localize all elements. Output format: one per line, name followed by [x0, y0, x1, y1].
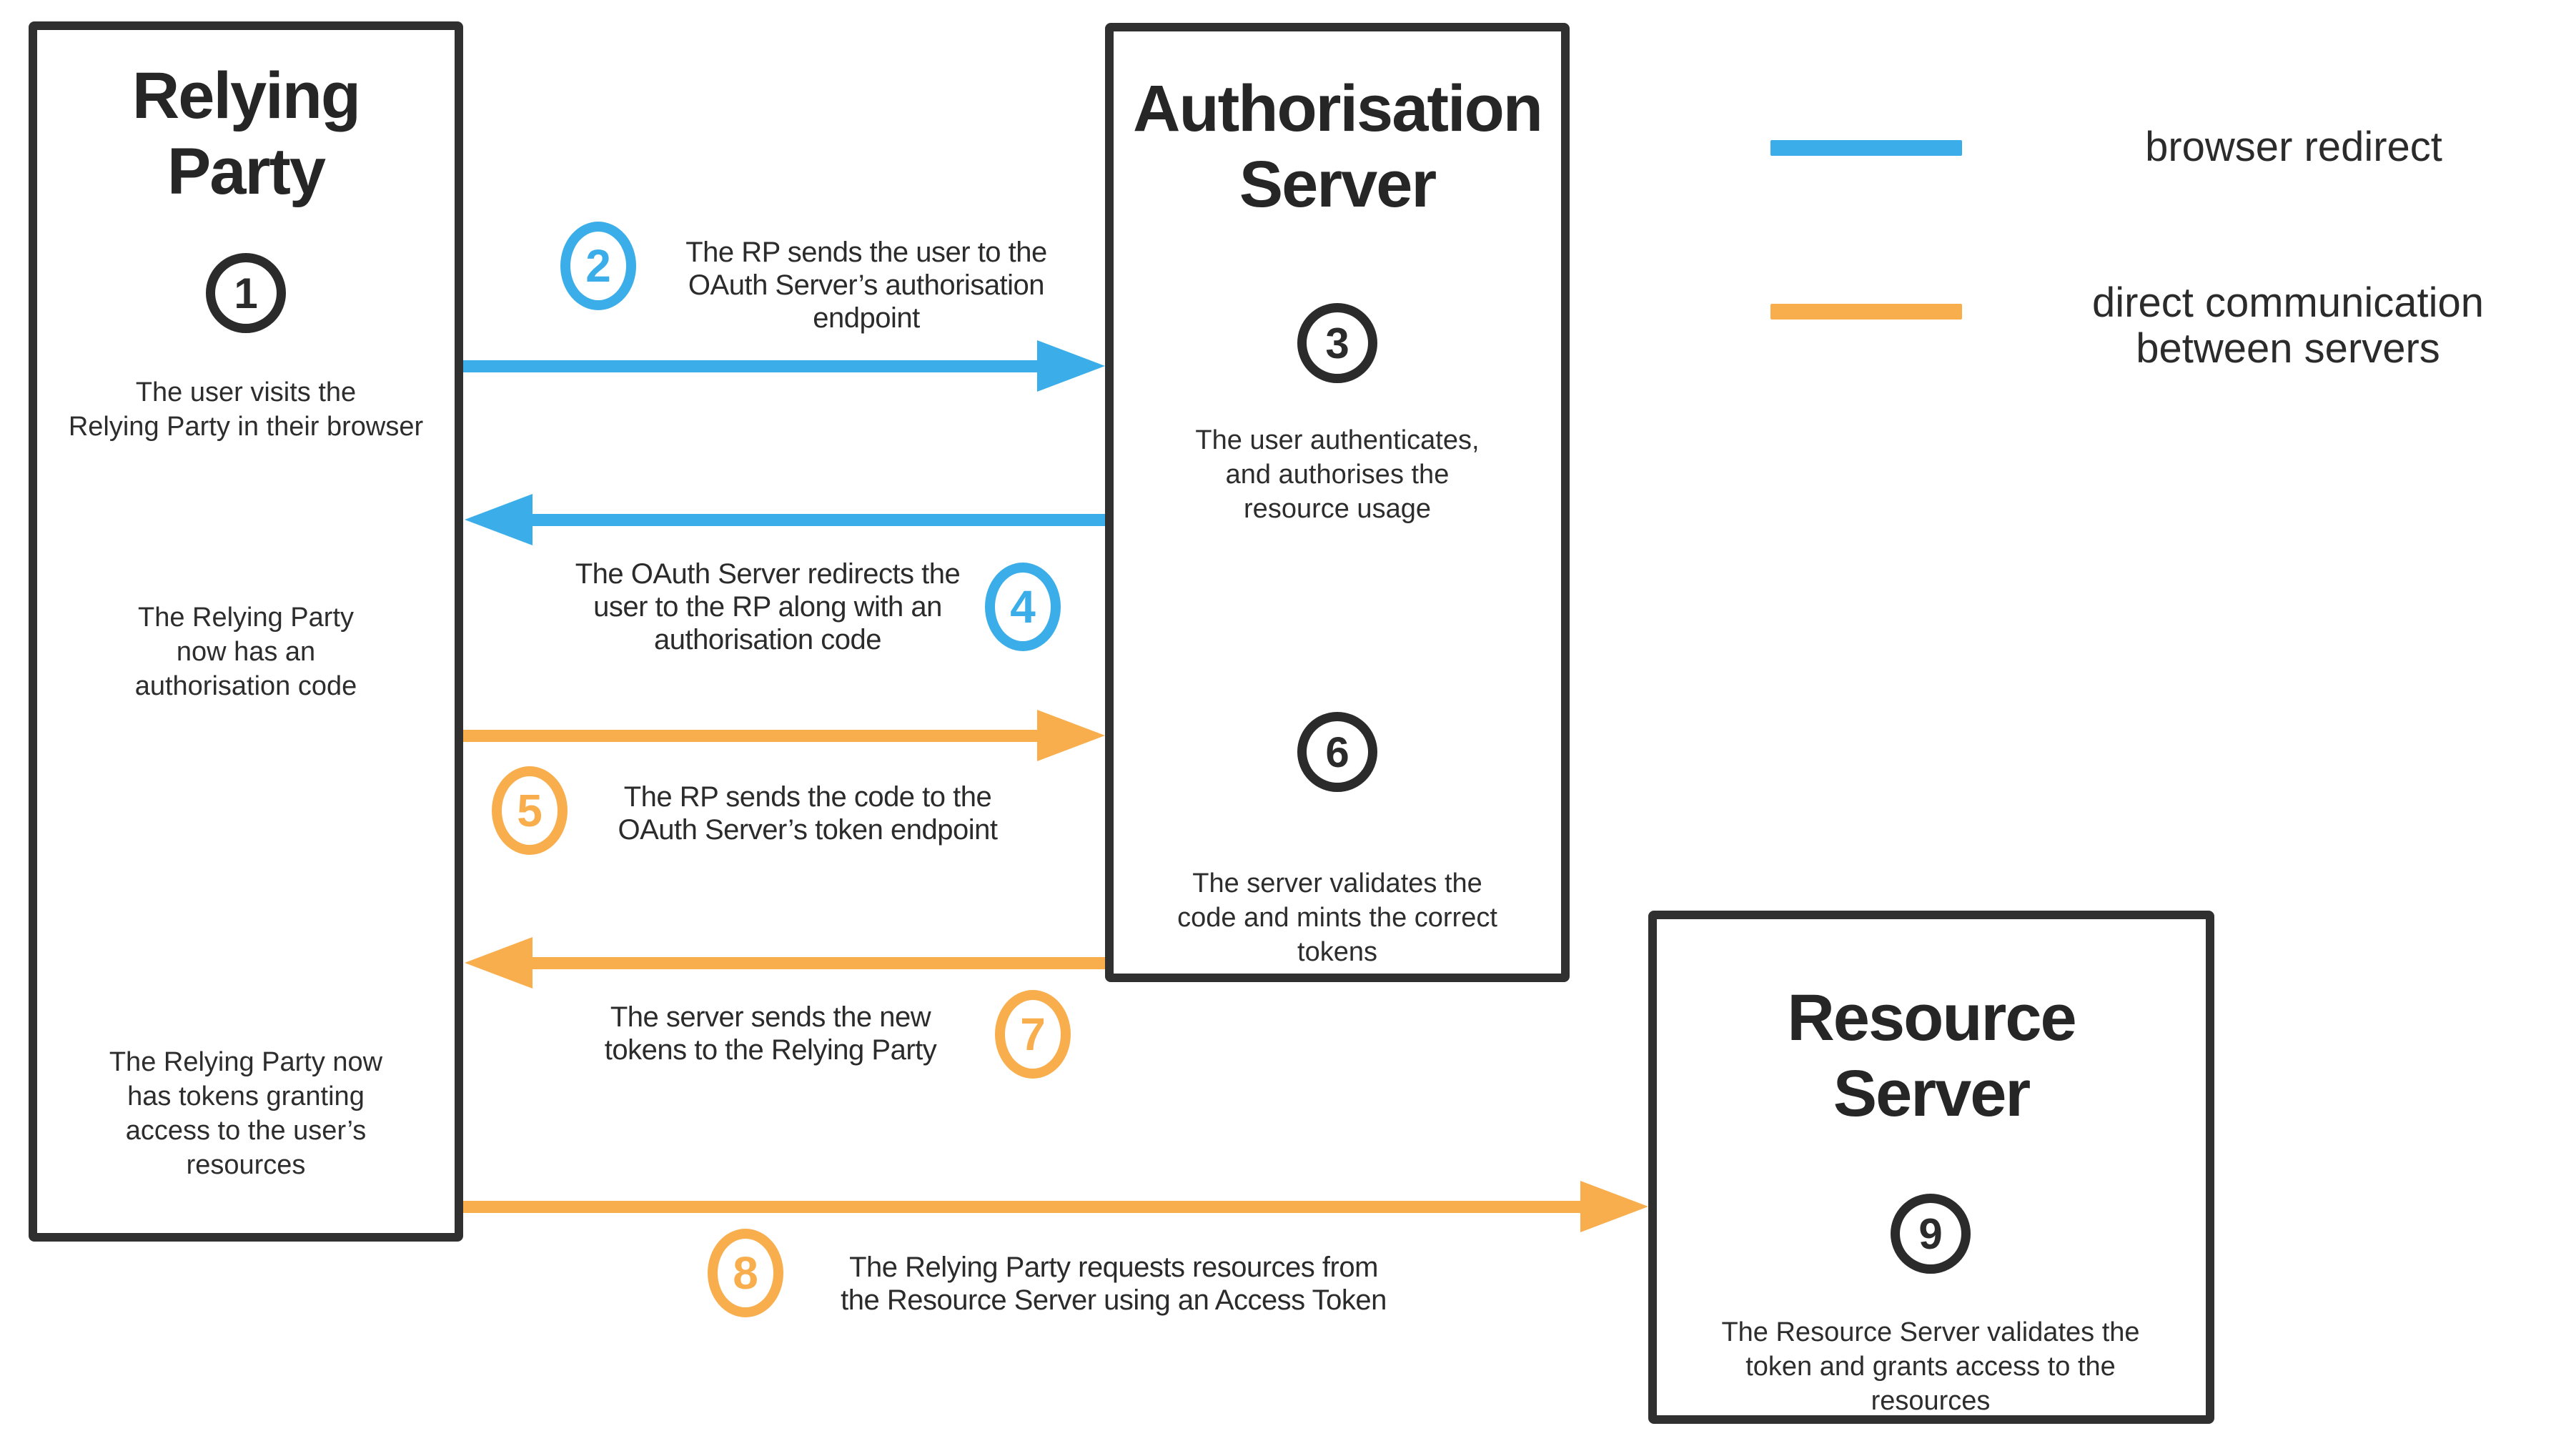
step-4-caption: The OAuth Server redirects the user to t…: [575, 558, 961, 655]
step-6-number: 6: [1325, 728, 1349, 776]
step-9-description: The Resource Server validates the token …: [1721, 1317, 2140, 1416]
step-8-badge: 8: [708, 1229, 783, 1317]
step-2-arrowhead-icon: [1037, 340, 1105, 392]
resource-server-title-line2: Server: [1833, 1056, 2031, 1130]
legend-direct-communication-swatch: [1770, 304, 1962, 320]
step-1-number: 1: [234, 269, 258, 317]
authorisation-server-title-line2: Server: [1239, 147, 1437, 221]
step-5-caption: The RP sends the code to the OAuth Serve…: [618, 781, 998, 846]
step-3-number: 3: [1325, 319, 1349, 367]
step-8-number: 8: [733, 1247, 758, 1299]
step-2-arrow: [463, 360, 1037, 372]
step-7-badge: 7: [995, 990, 1071, 1079]
step-3-badge: 3: [1297, 303, 1377, 383]
step-5-arrow: [463, 730, 1037, 742]
resource-server-title: Resource Server: [1657, 981, 2206, 1132]
relying-party-title-line2: Party: [167, 134, 326, 208]
step-7-arrowhead-icon: [465, 937, 533, 989]
step-3-description: The user authenticates, and authorises t…: [1195, 425, 1480, 524]
relying-party-box: [29, 21, 463, 1242]
step-2-badge: 2: [560, 222, 636, 310]
step-8-arrow: [463, 1201, 1580, 1213]
relying-party-tokens-note: The Relying Party now has tokens grantin…: [109, 1047, 383, 1180]
step-8-caption: The Relying Party requests resources fro…: [841, 1252, 1387, 1316]
step-4-arrow: [533, 514, 1105, 526]
step-5-number: 5: [517, 785, 543, 836]
authorisation-server-box: [1105, 23, 1570, 982]
step-2-number: 2: [585, 240, 611, 292]
legend-browser-redirect-label: browser redirect: [2145, 124, 2442, 170]
step-7-caption: The server sends the new tokens to the R…: [604, 1001, 937, 1066]
step-2-caption: The RP sends the user to the OAuth Serve…: [685, 237, 1047, 334]
authorisation-server-title-line1: Authorisation: [1133, 72, 1543, 145]
step-1-description: The user visits the Relying Party in the…: [68, 377, 424, 442]
step-5-arrowhead-icon: [1037, 710, 1105, 761]
step-1-badge: 1: [206, 253, 286, 333]
step-6-description: The server validates the code and mints …: [1177, 868, 1497, 967]
step-8-arrowhead-icon: [1580, 1181, 1648, 1232]
relying-party-title-line1: Relying: [132, 59, 361, 132]
authorisation-server-title: Authorisation Server: [1114, 71, 1561, 223]
step-4-badge: 4: [985, 563, 1061, 651]
legend-browser-redirect-swatch: [1770, 140, 1962, 156]
relying-party-auth-code-note: The Relying Party now has an authorisati…: [134, 603, 357, 701]
resource-server-box: [1648, 911, 2214, 1424]
step-4-arrowhead-icon: [465, 494, 533, 545]
step-4-number: 4: [1010, 581, 1036, 633]
resource-server-title-line1: Resource: [1787, 981, 2076, 1054]
step-7-number: 7: [1020, 1009, 1046, 1060]
step-5-badge: 5: [492, 766, 568, 855]
step-7-arrow: [533, 957, 1105, 969]
step-9-number: 9: [1918, 1209, 1943, 1258]
step-6-badge: 6: [1297, 712, 1377, 792]
relying-party-title: Relying Party: [31, 59, 460, 210]
legend-direct-communication-label: direct communication between servers: [2092, 279, 2484, 372]
step-9-badge: 9: [1891, 1194, 1971, 1274]
